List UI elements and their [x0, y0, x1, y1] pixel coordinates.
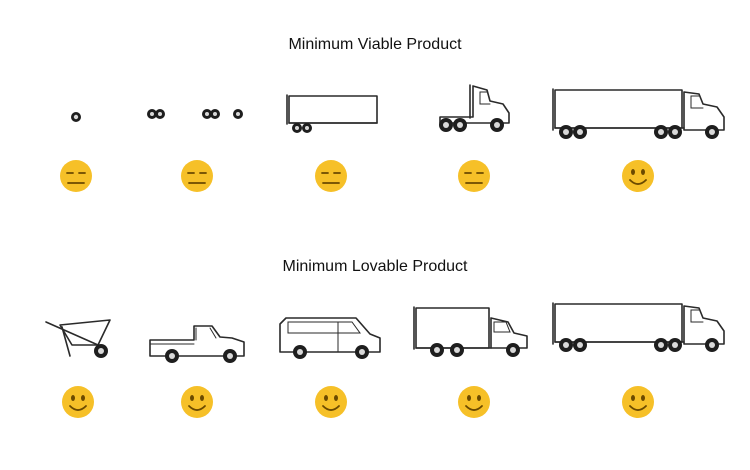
smiling-face-icon	[621, 385, 655, 419]
smiling-face-icon	[314, 385, 348, 419]
smiling-face-icon	[621, 159, 655, 193]
semi-truck-sketch	[552, 88, 725, 139]
van-sketch	[279, 317, 381, 359]
wheel-sketch	[71, 112, 81, 122]
box-truck-sketch	[413, 306, 528, 357]
neutral-face-icon	[314, 159, 348, 193]
pickup-truck-sketch	[149, 325, 245, 363]
smiling-face-icon	[61, 385, 95, 419]
semi-truck-sketch	[552, 302, 725, 352]
tractor-cab-sketch	[439, 84, 510, 132]
wheels-sketch	[147, 109, 243, 119]
trailer-sketch	[286, 94, 378, 133]
neutral-face-icon	[457, 159, 491, 193]
smiling-face-icon	[180, 385, 214, 419]
row-title-viable: Minimum Viable Product	[288, 36, 462, 53]
smiling-face-icon	[457, 385, 491, 419]
row-title-lovable: Minimum Lovable Product	[282, 258, 468, 275]
neutral-face-icon	[59, 159, 93, 193]
wheelbarrow-sketch	[45, 319, 111, 358]
neutral-face-icon	[180, 159, 214, 193]
